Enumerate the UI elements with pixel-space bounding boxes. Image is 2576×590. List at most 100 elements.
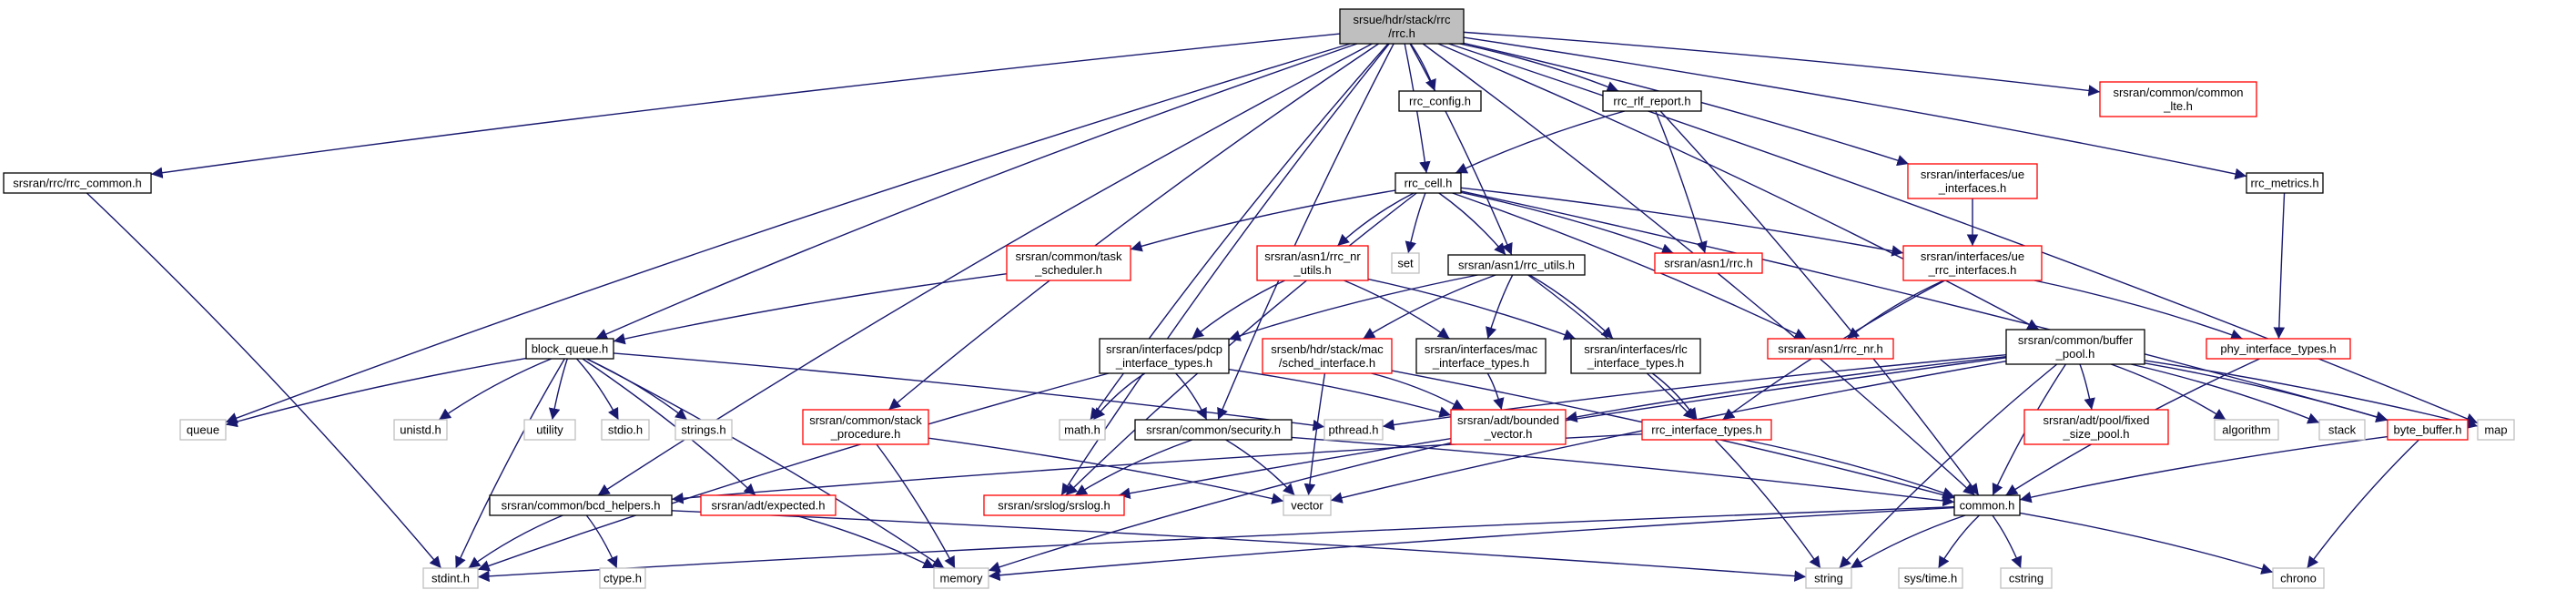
node-stdio[interactable]: stdio.h: [601, 419, 650, 441]
node-label-queue-0: queue: [187, 423, 219, 437]
node-box-bounded-vector: [1450, 409, 1567, 445]
node-vector[interactable]: vector: [1283, 494, 1332, 516]
node-bcd-helpers[interactable]: srsran/common/bcd_helpers.h: [489, 494, 673, 516]
node-rrc-config[interactable]: rrc_config.h: [1398, 90, 1482, 112]
node-task-scheduler[interactable]: srsran/common/task_scheduler.h: [1006, 245, 1131, 281]
node-label-asn1-rrc-nr-0: srsran/asn1/rrc_nr.h: [1778, 342, 1883, 356]
node-box-ue-rrc-interfaces: [1902, 245, 2043, 281]
node-security[interactable]: srsran/common/security.h: [1134, 419, 1293, 441]
node-root[interactable]: srsue/hdr/stack/rrc/rrc.h: [1339, 8, 1465, 45]
node-box-asn1-rrc: [1654, 252, 1763, 274]
node-rrc-utils[interactable]: srsran/asn1/rrc_utils.h: [1447, 254, 1586, 276]
node-label-rrc-metrics-0: rrc_metrics.h: [2250, 177, 2318, 190]
node-rrc-interface-types[interactable]: rrc_interface_types.h: [1641, 419, 1772, 441]
node-memory[interactable]: memory: [933, 567, 989, 589]
edge-block_queue-to-stdio: [576, 358, 620, 421]
edge-root-to-rrc_common: [150, 33, 1341, 178]
node-box-memory: [933, 567, 989, 589]
node-box-ctype: [599, 567, 646, 589]
node-fixed-size-pool[interactable]: srsran/adt/pool/fixed_size_pool.h: [2023, 409, 2169, 445]
node-map[interactable]: map: [2477, 419, 2515, 441]
node-box-queue: [179, 419, 227, 441]
node-utility[interactable]: utility: [523, 419, 576, 441]
edge-bcd_helpers-to-stdint: [468, 514, 563, 569]
node-label-string-0: string: [1814, 572, 1843, 585]
edge-security-to-vector: [1225, 439, 1295, 496]
node-block-queue[interactable]: block_queue.h: [525, 338, 614, 360]
node-box-asn1-rrc-nr: [1767, 338, 1894, 360]
node-common-lte[interactable]: srsran/common/common_lte.h: [2099, 81, 2257, 117]
node-label-algorithm-0: algorithm: [2222, 423, 2270, 437]
node-rrc-rlf-report[interactable]: rrc_rlf_report.h: [1602, 90, 1702, 112]
edge-mac_interface_types-to-bounded_vector: [1486, 372, 1505, 411]
edge-root-to-buffer_pool: [1437, 43, 2040, 331]
node-bounded-vector[interactable]: srsran/adt/bounded_vector.h: [1450, 409, 1567, 445]
node-pthread[interactable]: pthread.h: [1323, 419, 1384, 441]
node-pdcp-interface-types[interactable]: srsran/interfaces/pdcp_interface_types.h: [1099, 338, 1230, 374]
node-rrc-metrics[interactable]: rrc_metrics.h: [2246, 172, 2324, 194]
node-stdint[interactable]: stdint.h: [422, 567, 479, 589]
node-queue[interactable]: queue: [179, 419, 227, 441]
node-rrc-cell[interactable]: rrc_cell.h: [1394, 172, 1462, 194]
node-buffer-pool[interactable]: srsran/common/buffer_pool.h: [2005, 329, 2145, 365]
edge-block_queue-to-stdint: [455, 358, 565, 569]
edge-rrc_cell-to-set: [1405, 192, 1426, 254]
edge-buffer_pool-to-fixed_size_pool: [2079, 363, 2095, 411]
node-common[interactable]: common.h: [1953, 494, 2021, 516]
node-stack[interactable]: stack: [2318, 419, 2366, 441]
node-label-math-0: math.h: [1064, 423, 1100, 437]
node-box-stack-procedure: [802, 409, 929, 445]
node-sched-interface[interactable]: srsenb/hdr/stack/mac/sched_interface.h: [1262, 338, 1393, 374]
node-box-map: [2477, 419, 2515, 441]
node-set[interactable]: set: [1391, 252, 1420, 274]
node-asn1-rrc[interactable]: srsran/asn1/rrc.h: [1654, 252, 1763, 274]
node-box-common: [1953, 494, 2021, 516]
node-label-stack-procedure-0: srsran/common/stack: [809, 413, 922, 427]
edge-buffer_pool-to-bounded_vector: [1565, 356, 2007, 423]
node-stack-procedure[interactable]: srsran/common/stack_procedure.h: [802, 409, 929, 445]
node-ue-rrc-interfaces[interactable]: srsran/interfaces/ue_rrc_interfaces.h: [1902, 245, 2043, 281]
edge-bcd_helpers-to-string: [671, 510, 1807, 582]
node-strings[interactable]: strings.h: [674, 419, 733, 441]
node-box-vector: [1283, 494, 1332, 516]
node-math[interactable]: math.h: [1059, 419, 1106, 441]
node-byte-buffer[interactable]: byte_buffer.h: [2387, 419, 2469, 441]
edge-stack_procedure-to-memory: [876, 443, 956, 569]
node-label-cstring-0: cstring: [2009, 572, 2044, 585]
edge-block_queue-to-memory: [586, 358, 945, 569]
node-rrc-nr-utils[interactable]: srsran/asn1/rrc_nr_utils.h: [1256, 245, 1369, 281]
node-rlc-interface-types[interactable]: srsran/interfaces/rlc_interface_types.h: [1570, 338, 1701, 374]
node-label-rrc-config-0: rrc_config.h: [1409, 95, 1471, 108]
edge-rrc_utils-to-mac_interface_types: [1486, 274, 1514, 340]
node-box-stdint: [422, 567, 479, 589]
node-cstring[interactable]: cstring: [2000, 567, 2053, 589]
node-asn1-rrc-nr[interactable]: srsran/asn1/rrc_nr.h: [1767, 338, 1894, 360]
node-ue-interfaces[interactable]: srsran/interfaces/ue_interfaces.h: [1907, 163, 2038, 199]
edge-rrc_interface_types-to-string: [1714, 439, 1821, 569]
node-box-rrc-cell: [1394, 172, 1462, 194]
edge-rrc_cell-to-task_scheduler: [1130, 189, 1396, 252]
node-label-rrc-common-0: srsran/rrc/rrc_common.h: [13, 177, 142, 190]
edge-rrc_common-to-stdint: [86, 192, 442, 569]
node-phy-interface-types[interactable]: phy_interface_types.h: [2206, 338, 2351, 360]
node-mac-interface-types[interactable]: srsran/interfaces/mac_interface_types.h: [1415, 338, 1547, 374]
node-label-stack-0: stack: [2328, 423, 2357, 437]
node-expected[interactable]: srsran/adt/expected.h: [700, 494, 837, 516]
node-rrc-common[interactable]: srsran/rrc/rrc_common.h: [3, 172, 152, 194]
node-box-pdcp-interface-types: [1099, 338, 1230, 374]
node-box-unistd: [393, 419, 448, 441]
node-unistd[interactable]: unistd.h: [393, 419, 448, 441]
node-algorithm[interactable]: algorithm: [2214, 419, 2279, 441]
edge-pdcp_interface_types-to-stdint: [477, 372, 1110, 572]
node-string[interactable]: string: [1805, 567, 1852, 589]
node-label-stdint-0: stdint.h: [431, 572, 470, 585]
node-box-chrono: [2272, 567, 2325, 589]
node-sys-time[interactable]: sys/time.h: [1898, 567, 1963, 589]
node-ctype[interactable]: ctype.h: [599, 567, 646, 589]
edge-byte_buffer-to-common: [2019, 435, 2388, 504]
edge-rrc_cell-to-ue_rrc_interfaces: [1460, 187, 1904, 257]
node-chrono[interactable]: chrono: [2272, 567, 2325, 589]
node-srslog[interactable]: srsran/srslog/srslog.h: [983, 494, 1125, 516]
node-box-pthread: [1323, 419, 1384, 441]
node-label-map-0: map: [2484, 423, 2507, 437]
